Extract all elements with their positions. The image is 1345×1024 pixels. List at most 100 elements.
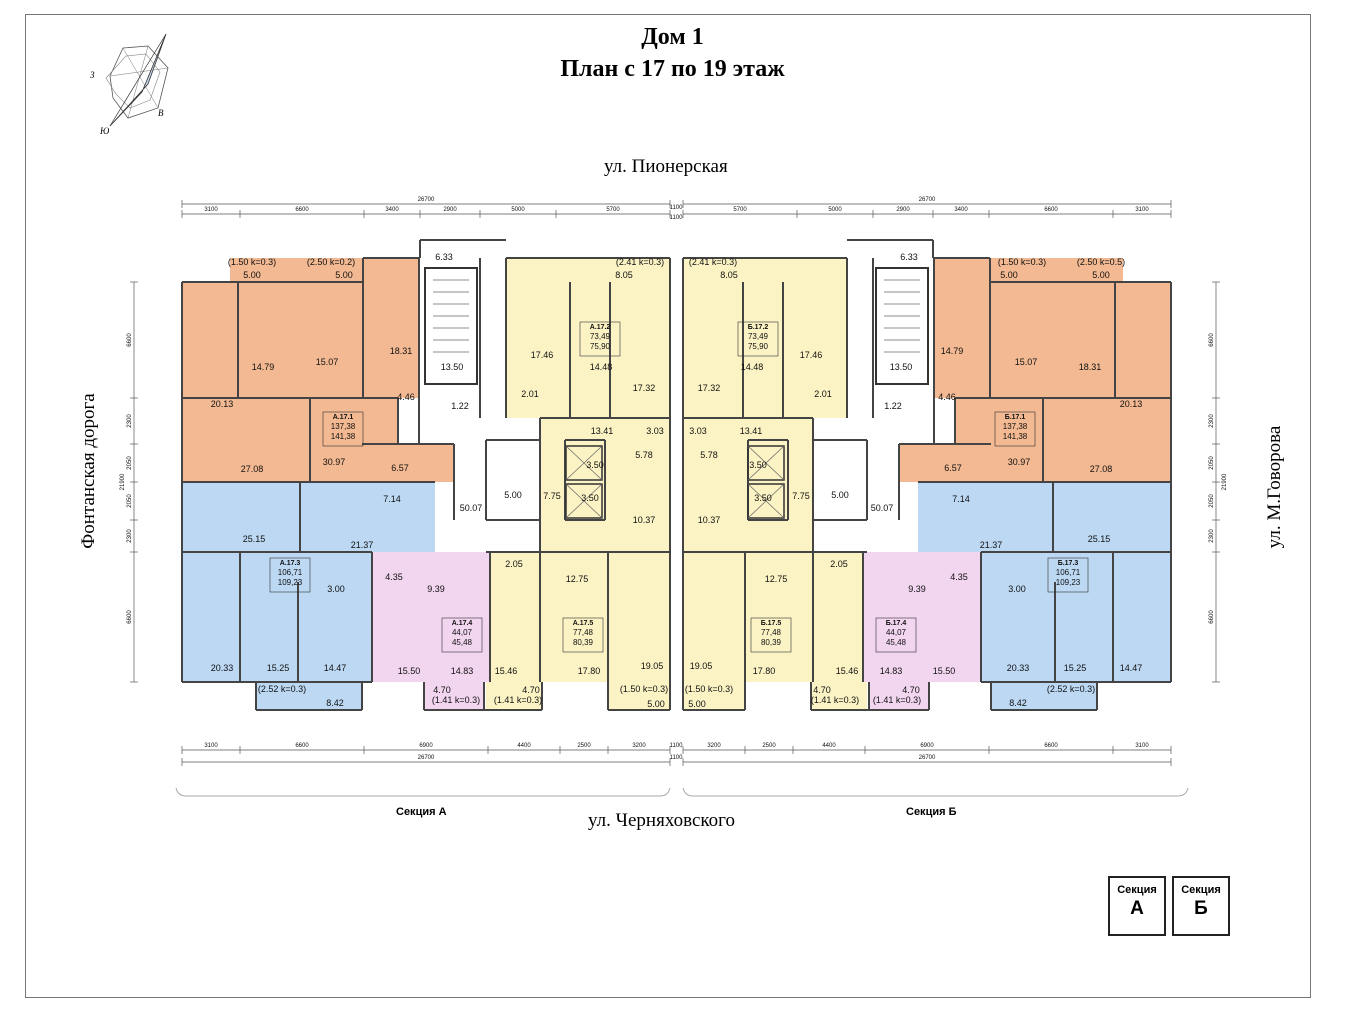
apartment-label-box (441, 617, 483, 653)
dim-side-value: 2050 (1209, 494, 1215, 508)
zone-orange (238, 282, 363, 398)
apartment-label-box (579, 321, 621, 357)
room-area: 5.00 (647, 699, 665, 709)
room-area: 12.75 (765, 574, 788, 584)
room-area: (1.50 k=0.3) (228, 257, 276, 267)
dim-bottom-left-value: 2500 (577, 743, 591, 749)
room-area: 10.37 (698, 515, 721, 525)
apartment-area-with-balcony: 45,48 (886, 638, 907, 647)
apartment-area-total: 44,07 (886, 628, 907, 637)
dim-side-total: 21900 (1222, 473, 1228, 490)
legend-section-a: Секция А (1108, 876, 1166, 936)
dim-top-right-value: 2900 (896, 207, 910, 213)
room-area: 17.46 (531, 350, 554, 360)
compass-south: Ю (99, 126, 110, 136)
room-area: 21.37 (351, 540, 374, 550)
room-area: 14.83 (451, 666, 474, 676)
apartment-area-with-balcony: 141,38 (331, 432, 356, 441)
apartment-area-total: 44,07 (452, 628, 473, 637)
apartment-area-total: 73,49 (748, 332, 769, 341)
apartment-area-total: 77,48 (573, 628, 594, 637)
room-area: 27.08 (241, 464, 264, 474)
zone-orange (398, 444, 454, 482)
room-area: 4.46 (397, 392, 415, 402)
room-area: 17.32 (698, 383, 721, 393)
zone-pink (372, 552, 490, 682)
zone-pink (869, 682, 929, 710)
legend-caption-b: Секция (1181, 884, 1221, 896)
room-area: 10.37 (633, 515, 656, 525)
legend-letter-a: А (1130, 898, 1144, 919)
section-brace-a (175, 787, 671, 797)
apartment-area-with-balcony: 141,38 (1003, 432, 1028, 441)
room-area: 4.70 (902, 685, 920, 695)
elevator-shaft (747, 445, 785, 481)
apartment-code: Б.17.5 (761, 620, 782, 627)
room-area: (1.50 k=0.3) (685, 684, 733, 694)
room-area: 5.00 (831, 490, 849, 500)
section-label-a: Секция А (396, 806, 447, 818)
page-subtitle: План с 17 по 19 этаж (560, 56, 785, 82)
apartment-area-with-balcony: 80,39 (761, 638, 782, 647)
zone-yellow (683, 258, 847, 418)
room-area: 17.46 (800, 350, 823, 360)
street-top: ул. Пионерская (604, 156, 728, 177)
dim-top-left-value: 3100 (204, 207, 218, 213)
apartment-code: Б.17.3 (1058, 560, 1079, 567)
dim-top-right-value: 3400 (954, 207, 968, 213)
room-area: 13.41 (740, 426, 763, 436)
apartment-area-total: 137,38 (1003, 422, 1028, 431)
zone-orange (182, 398, 398, 482)
dim-top-left-value: 3400 (385, 207, 399, 213)
room-area: (2.41 k=0.3) (689, 257, 737, 267)
dim-side-value: 6600 (1209, 610, 1215, 624)
zone-orange (230, 258, 363, 282)
dim-side-value: 6600 (127, 610, 133, 624)
room-area: 3.50 (586, 460, 604, 470)
dim-bottom-right-value: 6900 (920, 743, 934, 749)
room-area: 25.15 (1088, 534, 1111, 544)
zone-yellow (683, 682, 745, 710)
room-area: 4.35 (950, 572, 968, 582)
dim-bottom-right-value: 3200 (707, 743, 721, 749)
dim-bottom-right-value: 6600 (1044, 743, 1058, 749)
zone-orange (955, 398, 1171, 482)
room-area: 18.31 (1079, 362, 1102, 372)
room-area: 4.70 (522, 685, 540, 695)
room-area: 4.70 (813, 685, 831, 695)
room-area: (2.41 k=0.3) (616, 257, 664, 267)
section-legend: Секция А Секция Б (1108, 876, 1232, 936)
zone-orange (990, 258, 1123, 282)
room-area: 13.50 (890, 362, 913, 372)
elevator-cross (565, 445, 603, 481)
room-area: 14.48 (590, 362, 613, 372)
room-area: 8.05 (720, 270, 738, 280)
room-area: 7.75 (543, 491, 561, 501)
street-bottom: ул. Черняховского (588, 810, 735, 831)
zone-blue (918, 482, 1171, 552)
room-area: 3.03 (646, 426, 664, 436)
apartment-area-total: 73,49 (590, 332, 611, 341)
zone-blue (182, 552, 372, 682)
room-area: 6.57 (391, 463, 409, 473)
room-area: 17.80 (753, 666, 776, 676)
room-area: 21.37 (980, 540, 1003, 550)
elevator-cross (565, 483, 603, 519)
room-area: 12.75 (566, 574, 589, 584)
apartment-label-box (1047, 557, 1089, 593)
apartment-area-total: 137,38 (331, 422, 356, 431)
room-area: 19.05 (690, 661, 713, 671)
zone-orange (363, 258, 419, 398)
room-area: 8.05 (615, 270, 633, 280)
room-area: 30.97 (1008, 457, 1031, 467)
apartment-label-box (875, 617, 917, 653)
room-area: 3.03 (689, 426, 707, 436)
room-area: 7.14 (383, 494, 401, 504)
apartment-code: А.17.2 (590, 324, 611, 331)
section-label-b: Секция Б (906, 806, 957, 818)
room-area: 2.05 (505, 559, 523, 569)
dim-side-value: 2300 (127, 529, 133, 543)
legend-letter-b: Б (1194, 898, 1208, 919)
room-area: 7.14 (952, 494, 970, 504)
room-area: 4.46 (938, 392, 956, 402)
